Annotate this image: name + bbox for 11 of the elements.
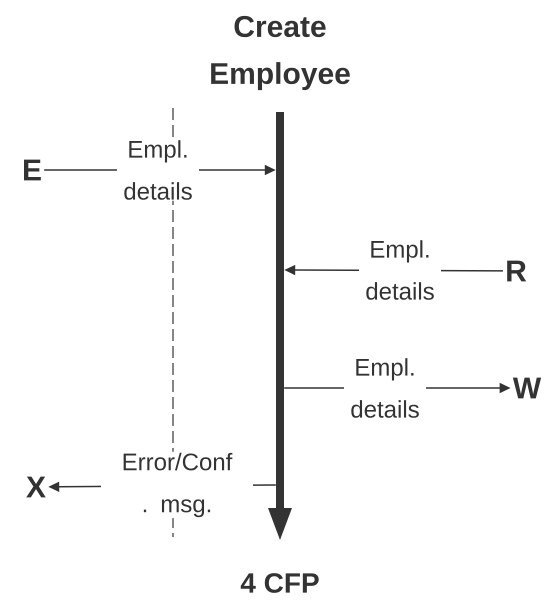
edge-label: Empl. details [359, 239, 441, 301]
edge-label: Error/Conf . msg. [101, 452, 253, 518]
actor-letter: E [24, 160, 41, 180]
edge-label: Empl. details [344, 357, 426, 419]
actor-letter: R [507, 260, 526, 282]
actor-letter: W [512, 378, 542, 398]
process-line [268, 112, 292, 540]
measure-label: 4 CFP [240, 573, 319, 593]
edge-label: Empl. details [117, 139, 199, 201]
process-title: Create Employee [211, 16, 350, 90]
actor-letter: X [26, 476, 46, 498]
